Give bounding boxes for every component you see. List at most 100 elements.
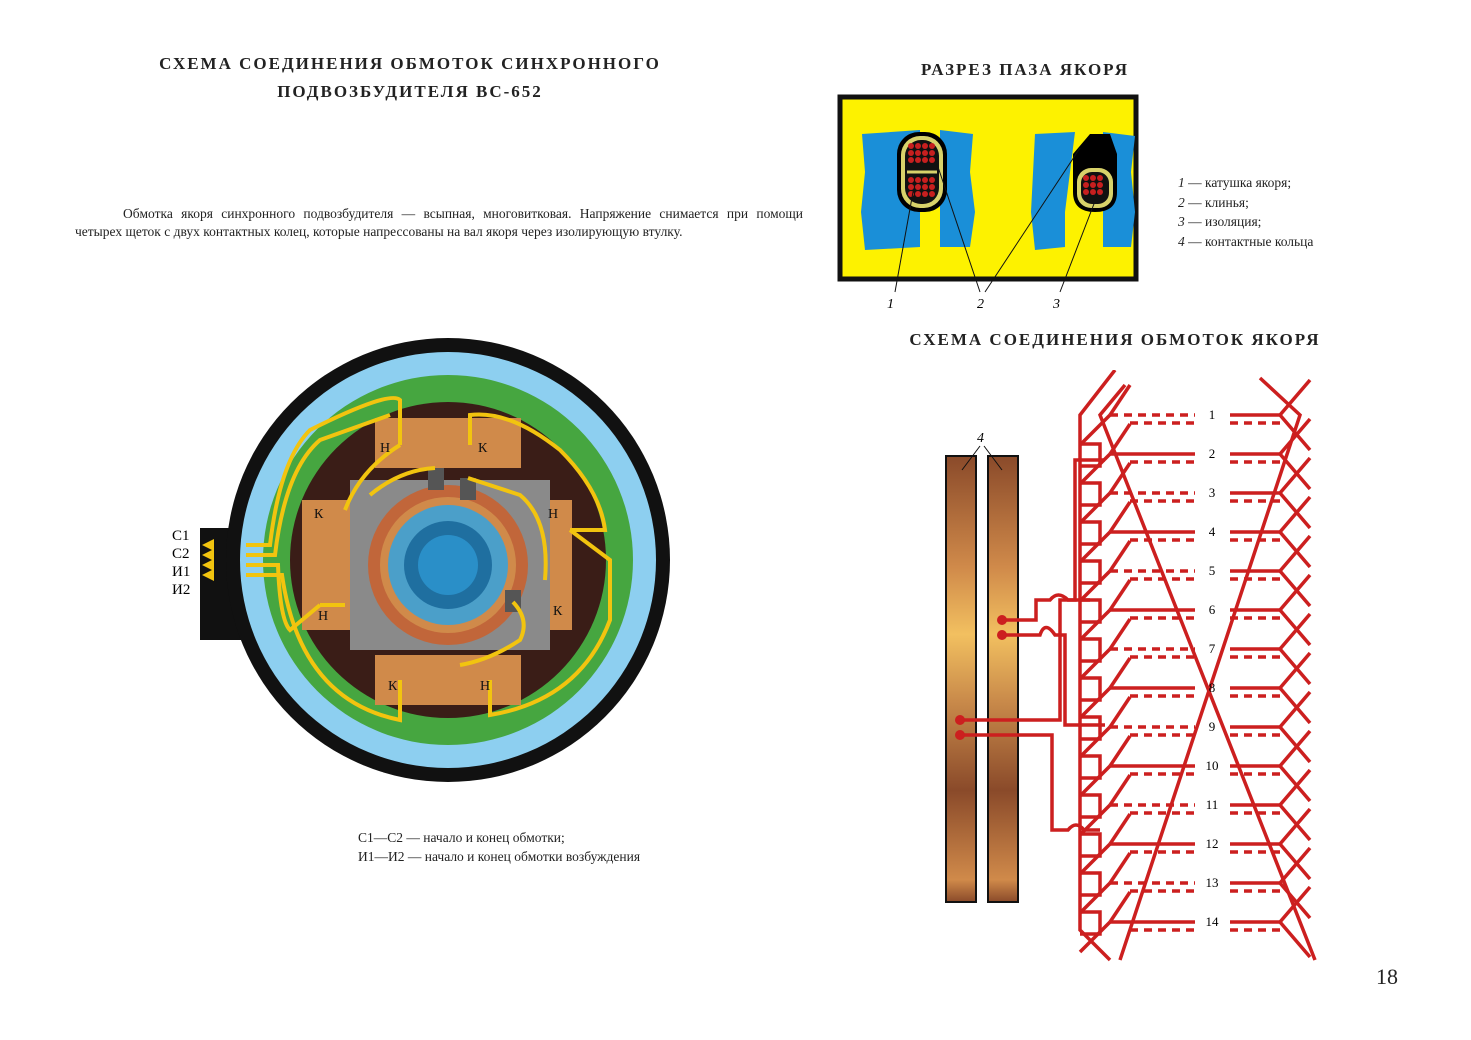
- conductor-dot: [1083, 175, 1089, 181]
- page-title-line1: СХЕМА СОЕДИНЕНИЯ ОБМОТОК СИНХРОННОГО: [159, 54, 661, 73]
- leader-line-2a: [934, 157, 981, 293]
- conductor-dot: [922, 184, 928, 190]
- brush-1: [428, 468, 444, 490]
- ring-leader-right: [983, 445, 1003, 471]
- coil-right-diag: [1278, 842, 1312, 881]
- conductor-dot: [915, 157, 921, 163]
- ring-tap-point: [955, 715, 965, 725]
- coil-number: 1: [1209, 407, 1216, 422]
- ring-tap-point: [997, 630, 1007, 640]
- coil-left-diag: [1078, 569, 1112, 603]
- pole-label-left-n: Н: [318, 609, 328, 624]
- pole-top: [375, 418, 521, 468]
- coil-jumper: [1080, 520, 1102, 546]
- coil-right-diag-up: [1278, 768, 1312, 807]
- coil-number: 3: [1209, 485, 1216, 500]
- conductor-dot: [915, 177, 921, 183]
- coil-left-diag: [1078, 608, 1112, 642]
- legend-item-2: 2 — клинья;: [1178, 194, 1249, 210]
- coil-right-diag: [1278, 803, 1312, 842]
- coil-left-diag-up: [1108, 501, 1132, 533]
- conductor-dot: [908, 157, 914, 163]
- conductor-dot: [908, 150, 914, 156]
- conductor-dot: [1090, 175, 1096, 181]
- coil-jumper: [1080, 598, 1102, 624]
- conductor-dot: [929, 191, 935, 197]
- machine-winding-diagram: С1 С2 И1 И2 Н К К Н Н К К Н: [172, 338, 670, 782]
- coil-right-diag-up: [1278, 612, 1312, 651]
- coil-left-diag: [1078, 413, 1112, 447]
- coil-right-diag-up: [1278, 495, 1312, 534]
- conductor-dot: [922, 177, 928, 183]
- conductor-dot: [1090, 189, 1096, 195]
- coil-left-diag-up: [1108, 852, 1132, 884]
- feeder-3: [960, 598, 1090, 722]
- feeder-4: [960, 733, 1100, 832]
- coil-left-diag-up: [1108, 657, 1132, 689]
- coil-jumper: [1080, 715, 1102, 741]
- coil-jumper: [1080, 793, 1102, 819]
- legend-item-3: 3 — изоляция;: [1178, 214, 1262, 229]
- conductor-dot: [1097, 182, 1103, 188]
- coil-number: 11: [1206, 797, 1219, 812]
- coil-left-diag-up: [1108, 774, 1132, 806]
- coil-jumper: [1080, 871, 1102, 897]
- coil-jumper: [1080, 559, 1102, 585]
- conductor-dot: [915, 191, 921, 197]
- intro-paragraph: Обмотка якоря синхронного подвозбудителя…: [75, 205, 803, 241]
- shaft: [418, 535, 478, 595]
- terminal-arrows: [202, 539, 214, 581]
- ring-tap-point: [997, 615, 1007, 625]
- pole-label-bottom-n: Н: [480, 679, 490, 694]
- leader-line-3: [1059, 195, 1098, 293]
- coil-right-diag: [1278, 881, 1312, 920]
- coil-left-diag: [1078, 842, 1112, 876]
- coil-right-diag-up: [1278, 807, 1312, 846]
- conductor-dot: [929, 184, 935, 190]
- coil-left-diag-up: [1108, 384, 1132, 416]
- page-title: СХЕМА СОЕДИНЕНИЯ ОБМОТОК СИНХРОННОГО ПОД…: [150, 50, 670, 106]
- coil-jumper: [1080, 676, 1102, 702]
- coil-number: 9: [1209, 719, 1216, 734]
- coil-jumper: [1080, 910, 1102, 936]
- conductor-dot: [1083, 182, 1089, 188]
- pole-label-top-k: К: [478, 441, 488, 456]
- leader-line-2b: [984, 147, 1081, 293]
- bottom-legend-line1: С1—С2 — начало и конец обмотки;: [358, 830, 565, 845]
- coil-number: 7: [1209, 641, 1216, 656]
- slot-left-iron-right: [940, 130, 975, 247]
- contact-ring-left: [945, 455, 977, 903]
- coil-number: 6: [1209, 602, 1216, 617]
- coil-left-diag: [1078, 920, 1112, 954]
- connection-section-title: СХЕМА СОЕДИНЕНИЯ ОБМОТОК ЯКОРЯ: [909, 330, 1321, 349]
- coil-right-diag-up: [1278, 573, 1312, 612]
- callout-1: 1: [887, 297, 894, 312]
- slot-right-conductors: [1083, 175, 1103, 195]
- coil-right-diag: [1278, 647, 1312, 686]
- coil-number: 5: [1209, 563, 1216, 578]
- conductor-dot: [922, 157, 928, 163]
- conductor-dot: [1097, 189, 1103, 195]
- armature-winding: [955, 370, 1317, 962]
- coil-number: 2: [1209, 446, 1216, 461]
- pole-label-right-k: К: [553, 604, 563, 619]
- conductor-dot: [908, 177, 914, 183]
- winding-left-bus: [1078, 370, 1117, 962]
- coil-left-diag-up: [1108, 462, 1132, 494]
- coil-left-diag: [1078, 764, 1112, 798]
- field-wiring: [246, 396, 612, 723]
- coil-right-diag: [1278, 608, 1312, 647]
- coil-right-diag: [1278, 491, 1312, 530]
- coil-number: 14: [1206, 914, 1220, 929]
- winding-outer-right: [1118, 376, 1303, 961]
- terminal-i1: И1: [172, 564, 190, 580]
- conductor-dot: [929, 177, 935, 183]
- coil-jumper: [1080, 754, 1102, 780]
- coil-right-diag-up: [1278, 456, 1312, 495]
- coil-right-diag: [1278, 530, 1312, 569]
- conductor-dot: [915, 143, 921, 149]
- legend-item-1: 1 — катушка якоря;: [1178, 175, 1292, 190]
- pole-label-top-n: Н: [380, 441, 390, 456]
- ring-tap-point: [955, 730, 965, 740]
